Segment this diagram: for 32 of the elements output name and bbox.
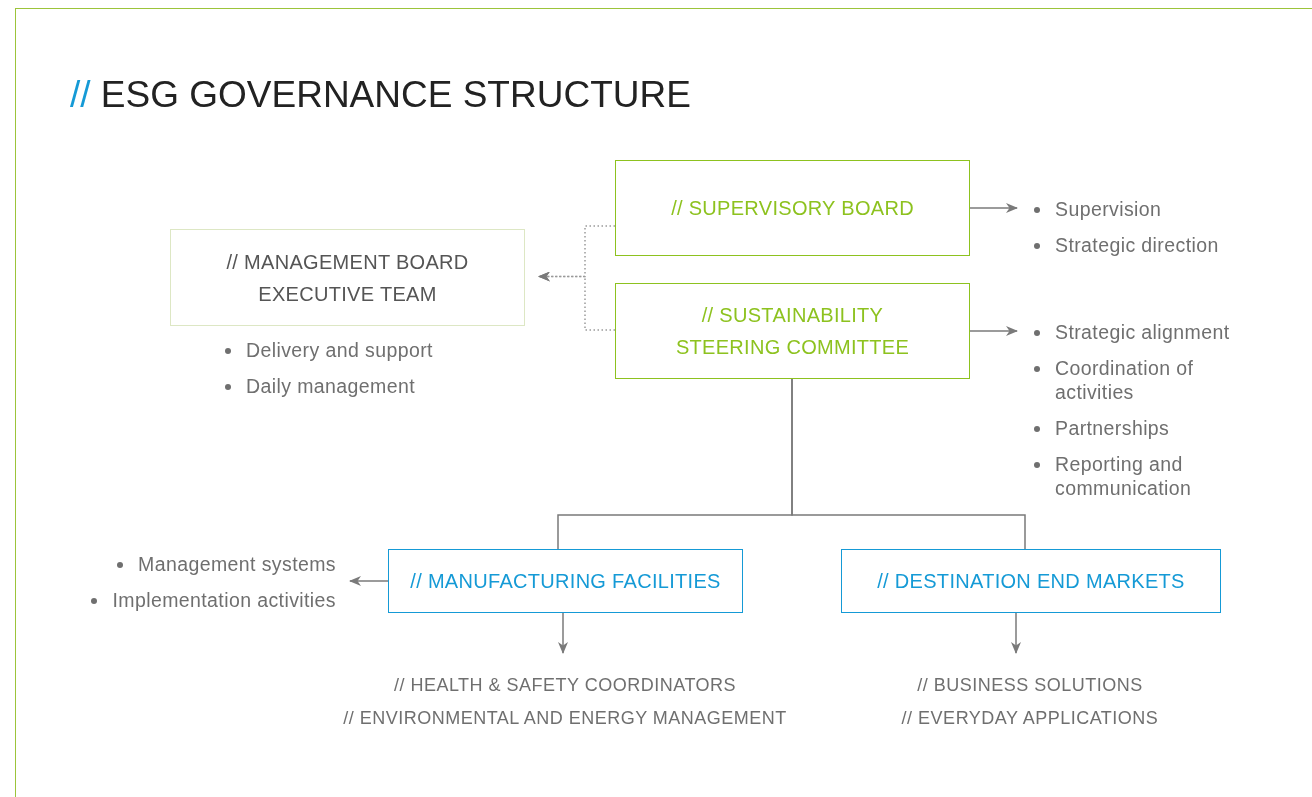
bullet-item: Strategic direction (1031, 233, 1271, 257)
unit-label: // BUSINESS SOLUTIONS (916, 674, 1144, 697)
arrow (969, 326, 1018, 336)
arrow (1011, 612, 1021, 654)
box-label: // MANUFACTURING FACILITIES (410, 569, 721, 594)
bullet-item: Delivery and support (222, 338, 482, 362)
board-box (615, 160, 970, 256)
board-box (170, 229, 525, 326)
bullet-item: Implementation activities (88, 588, 336, 612)
title: // ESG GOVERNANCE STRUCTURE (70, 74, 691, 116)
bullet-item: Strategic alignment (1031, 320, 1246, 344)
arrow (558, 612, 568, 654)
bullet-item: Reporting and communication (1031, 452, 1246, 500)
bullet-item: Coordination of activities (1031, 356, 1246, 404)
unit-label: // HEALTH & SAFETY COORDINATORS (392, 674, 738, 697)
bullet-item: Daily management (222, 374, 482, 398)
box-label: // DESTINATION END MARKETS (877, 569, 1185, 594)
connector-line (791, 378, 1026, 550)
arrow (349, 576, 389, 586)
markets-box (841, 549, 1221, 613)
bullet-item: Partnerships (1031, 416, 1246, 440)
unit-label: // ENVIRONMENTAL AND ENERGY MANAGEMENT (342, 707, 788, 730)
unit-label: // EVERYDAY APPLICATIONS (900, 707, 1160, 730)
bullet-item: Management systems (114, 552, 336, 576)
facilities-box (388, 549, 743, 613)
bullet-item: Supervision (1031, 197, 1271, 221)
box-label: // SUSTAINABILITY STEERING COMMITTEE (674, 303, 911, 360)
arrow (538, 271, 616, 331)
box-label: // SUPERVISORY BOARD (671, 196, 914, 221)
committee-box (615, 283, 970, 379)
arrow (969, 203, 1018, 213)
box-label: // MANAGEMENT BOARD EXECUTIVE TEAM (225, 249, 470, 307)
